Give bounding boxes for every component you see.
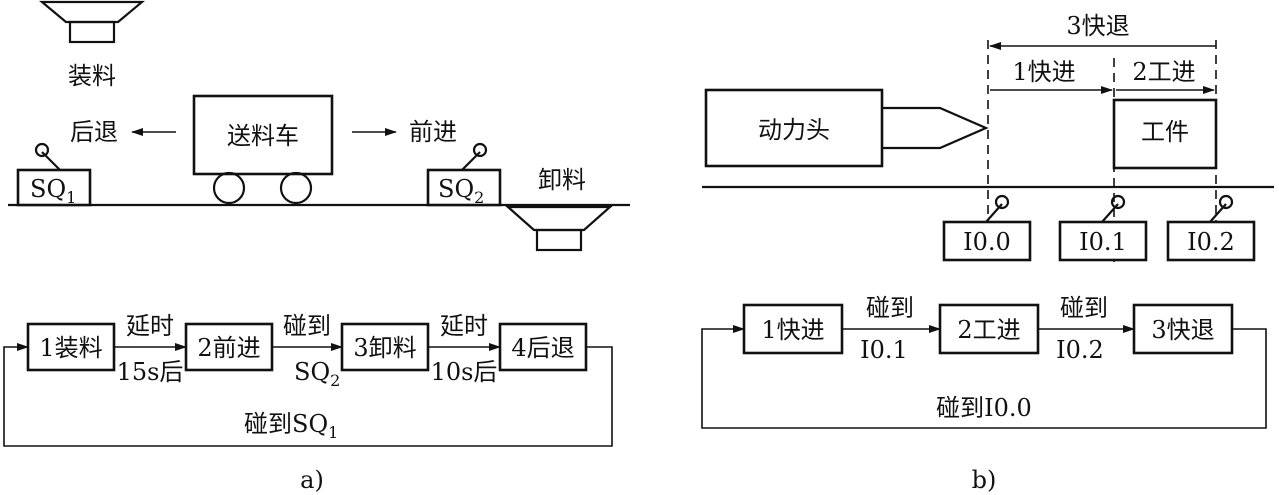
loading-hopper-icon bbox=[38, 0, 146, 44]
state-flow-a bbox=[3, 322, 613, 447]
transition-label: 碰到 bbox=[283, 312, 331, 340]
switch-label-i01: I0.1 bbox=[1079, 228, 1127, 256]
state-advance: 2前进 bbox=[197, 334, 260, 362]
workpiece-label: 工件 bbox=[1141, 118, 1189, 146]
state-unload: 3卸料 bbox=[353, 334, 416, 362]
fast-forward-label: 1快进 bbox=[1012, 58, 1075, 86]
caption-a: a) bbox=[300, 466, 324, 494]
loop-label: 碰到I0.0 bbox=[936, 394, 1032, 422]
transition-label: 延时 bbox=[126, 312, 174, 340]
limit-switch-sq1 bbox=[16, 142, 92, 207]
limit-switch bbox=[1058, 194, 1148, 262]
feed-cart bbox=[192, 94, 334, 205]
state-box bbox=[498, 322, 588, 372]
panel-a: 装料 送料车 后退 前进 SQ1 SQ2 卸料 bbox=[3, 0, 630, 494]
sq1-label: SQ1 bbox=[30, 175, 76, 207]
transition-label: 10s后 bbox=[431, 358, 498, 386]
transition-label: 延时 bbox=[440, 312, 488, 340]
limit-switch bbox=[1166, 194, 1256, 262]
unload-label: 卸料 bbox=[538, 166, 586, 194]
state-fast-forward: 1快进 bbox=[761, 316, 824, 344]
state-box bbox=[938, 303, 1040, 355]
cart-label: 送料车 bbox=[227, 122, 299, 150]
work-feed-label: 2工进 bbox=[1132, 58, 1195, 86]
switch-label-i02: I0.2 bbox=[1187, 228, 1235, 256]
transition-label: I0.2 bbox=[1056, 336, 1104, 364]
limit-switch-sq2 bbox=[426, 142, 502, 207]
state-box bbox=[1132, 303, 1234, 355]
loop-line bbox=[701, 325, 1267, 429]
workpiece bbox=[1112, 98, 1218, 170]
transition-label: 碰到 bbox=[1060, 294, 1108, 322]
transition-label: 15s后 bbox=[117, 358, 184, 386]
power-head-label: 动力头 bbox=[758, 116, 830, 144]
loop-line bbox=[3, 343, 613, 447]
transition-label: I0.1 bbox=[860, 336, 908, 364]
advance-label: 前进 bbox=[409, 118, 457, 146]
retreat-label: 后退 bbox=[70, 118, 118, 146]
state-fast-return: 3快退 bbox=[1151, 316, 1214, 344]
fast-return-label: 3快退 bbox=[1066, 12, 1129, 40]
transition-label: SQ2 bbox=[294, 358, 340, 390]
unloading-hopper-icon bbox=[505, 205, 613, 252]
switch-label-i00: I0.0 bbox=[963, 228, 1011, 256]
load-label: 装料 bbox=[68, 62, 116, 90]
state-work-feed: 2工进 bbox=[957, 316, 1020, 344]
limit-switch bbox=[942, 194, 1032, 262]
panel-b: 3快退 1快进 2工进 动力头 工件 bbox=[701, 12, 1274, 494]
loop-label: 碰到SQ1 bbox=[244, 410, 338, 442]
power-head bbox=[704, 88, 989, 168]
state-load: 1装料 bbox=[39, 334, 102, 362]
state-retreat: 4后退 bbox=[511, 334, 574, 362]
caption-b: b) bbox=[972, 466, 997, 494]
transition-label: 碰到 bbox=[866, 294, 914, 322]
state-flow-b bbox=[701, 303, 1267, 429]
sq2-label: SQ2 bbox=[438, 175, 484, 207]
